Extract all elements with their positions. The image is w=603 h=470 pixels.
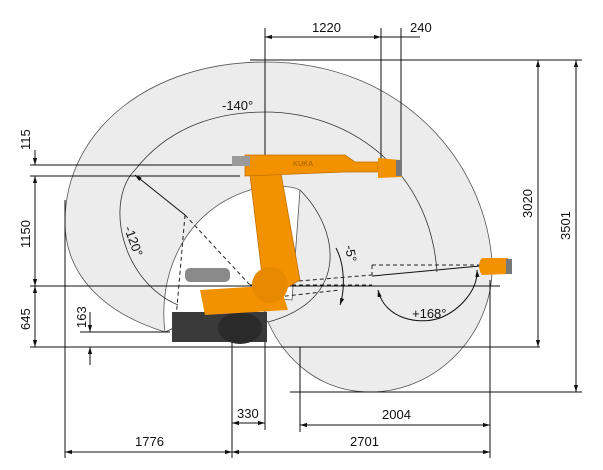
dim-2004: 2004 xyxy=(382,407,411,422)
angle-minus-5: -5° xyxy=(342,244,360,263)
wrist-extended xyxy=(479,258,510,275)
kuka-logo: KUKA xyxy=(293,161,313,168)
dim-2701: 2701 xyxy=(350,434,379,449)
lower-arc xyxy=(267,189,331,323)
angle-plus-168: +168° xyxy=(412,306,446,321)
dim-645: 645 xyxy=(18,308,33,330)
dimension-arrows xyxy=(32,34,579,455)
counterweight xyxy=(185,268,230,282)
angle-minus-140: -140° xyxy=(222,98,253,113)
robot-illustration: KUKA xyxy=(172,154,512,344)
dim-330: 330 xyxy=(237,406,259,421)
dim-240: 240 xyxy=(410,20,432,35)
dim-1150: 1150 xyxy=(18,220,33,248)
dim-3020: 3020 xyxy=(520,189,535,218)
dim-163: 163 xyxy=(74,306,89,328)
dim-1776: 1776 xyxy=(135,434,164,449)
kinematic-line xyxy=(174,214,480,331)
dim-115: 115 xyxy=(18,129,33,150)
a2-dim-line xyxy=(134,174,186,216)
a3-max-arc xyxy=(377,269,480,322)
dim-1220: 1220 xyxy=(312,20,341,35)
dim-3501: 3501 xyxy=(558,211,573,240)
